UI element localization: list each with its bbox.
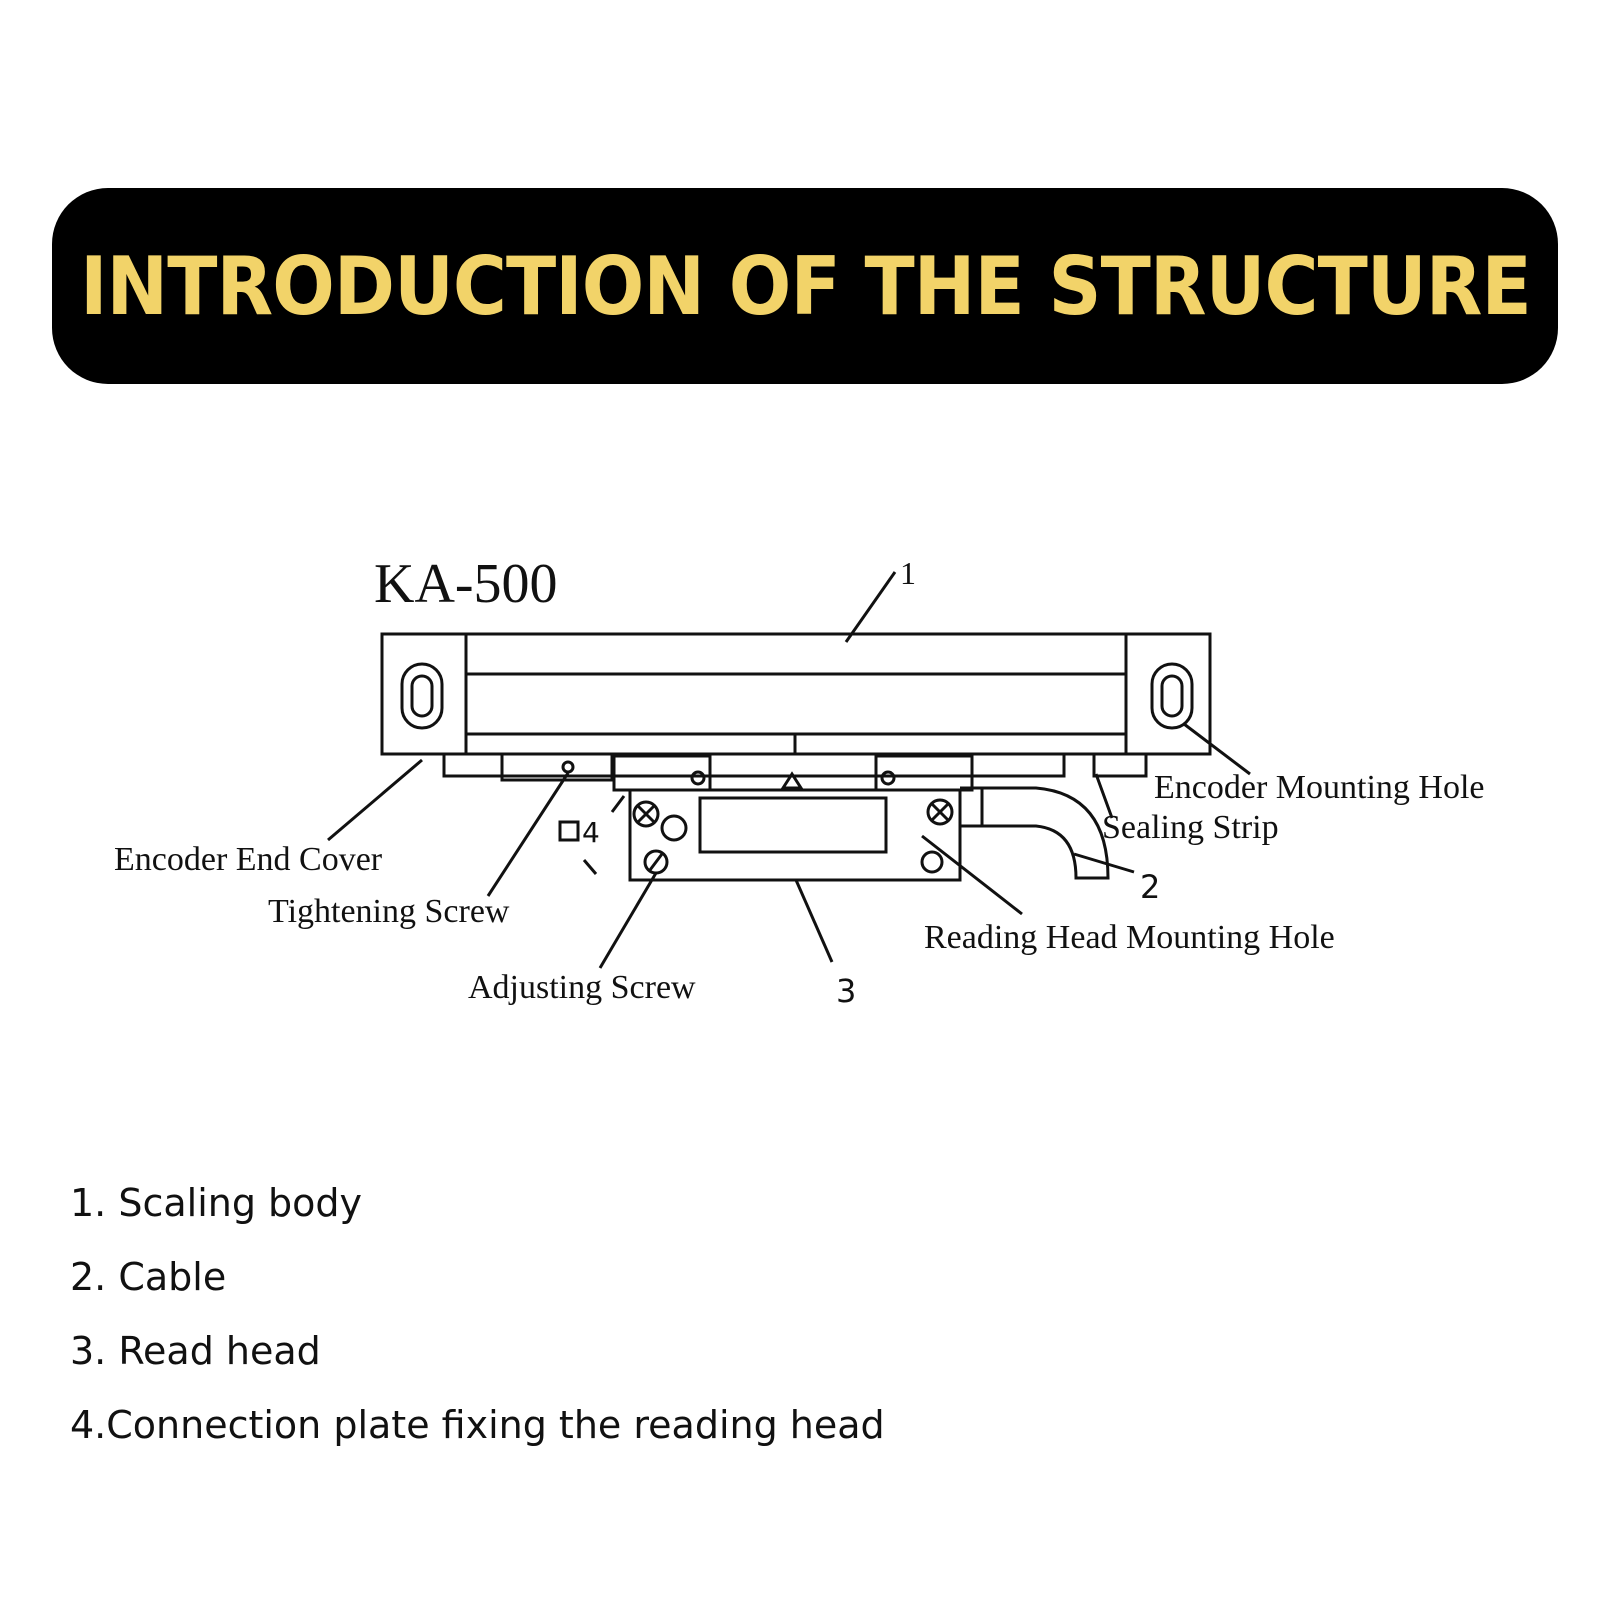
mounting-hole-left xyxy=(400,662,444,730)
legend-item: 4.Connection plate fixing the reading he… xyxy=(70,1403,885,1447)
label-encoder-end-cover: Encoder End Cover xyxy=(114,841,383,878)
end-cover-right xyxy=(1124,632,1212,756)
legend-list: 1. Scaling body 2. Cable 3. Read head 4.… xyxy=(70,1178,885,1474)
label-tightening-screw: Tightening Screw xyxy=(268,893,510,930)
mounting-hole-right xyxy=(1150,662,1194,730)
label-reading-head-mounting-hole: Reading Head Mounting Hole xyxy=(924,919,1335,956)
label-sealing-strip: Sealing Strip xyxy=(1102,809,1279,846)
legend-item: 3. Read head xyxy=(70,1329,321,1373)
callout-1: 1 xyxy=(900,555,916,591)
callout-4: 4 xyxy=(582,816,600,849)
read-head xyxy=(628,788,962,882)
model-label: KA-500 xyxy=(374,553,558,615)
end-cover-left xyxy=(380,632,468,756)
callout-2: 2 xyxy=(1140,868,1160,906)
callout-3: 3 xyxy=(836,972,856,1010)
label-encoder-mounting-hole: Encoder Mounting Hole xyxy=(1154,769,1485,806)
legend-item: 1. Scaling body xyxy=(70,1181,363,1225)
cable xyxy=(960,786,1110,880)
title-banner: INTRODUCTION OF THE STRUCTURE xyxy=(52,188,1558,384)
label-adjusting-screw: Adjusting Screw xyxy=(468,969,696,1006)
legend-item: 2. Cable xyxy=(70,1255,227,1299)
banner-title: INTRODUCTION OF THE STRUCTURE xyxy=(79,239,1532,333)
tightening-screw-icon xyxy=(632,800,660,828)
sealing-strip xyxy=(442,752,1066,778)
